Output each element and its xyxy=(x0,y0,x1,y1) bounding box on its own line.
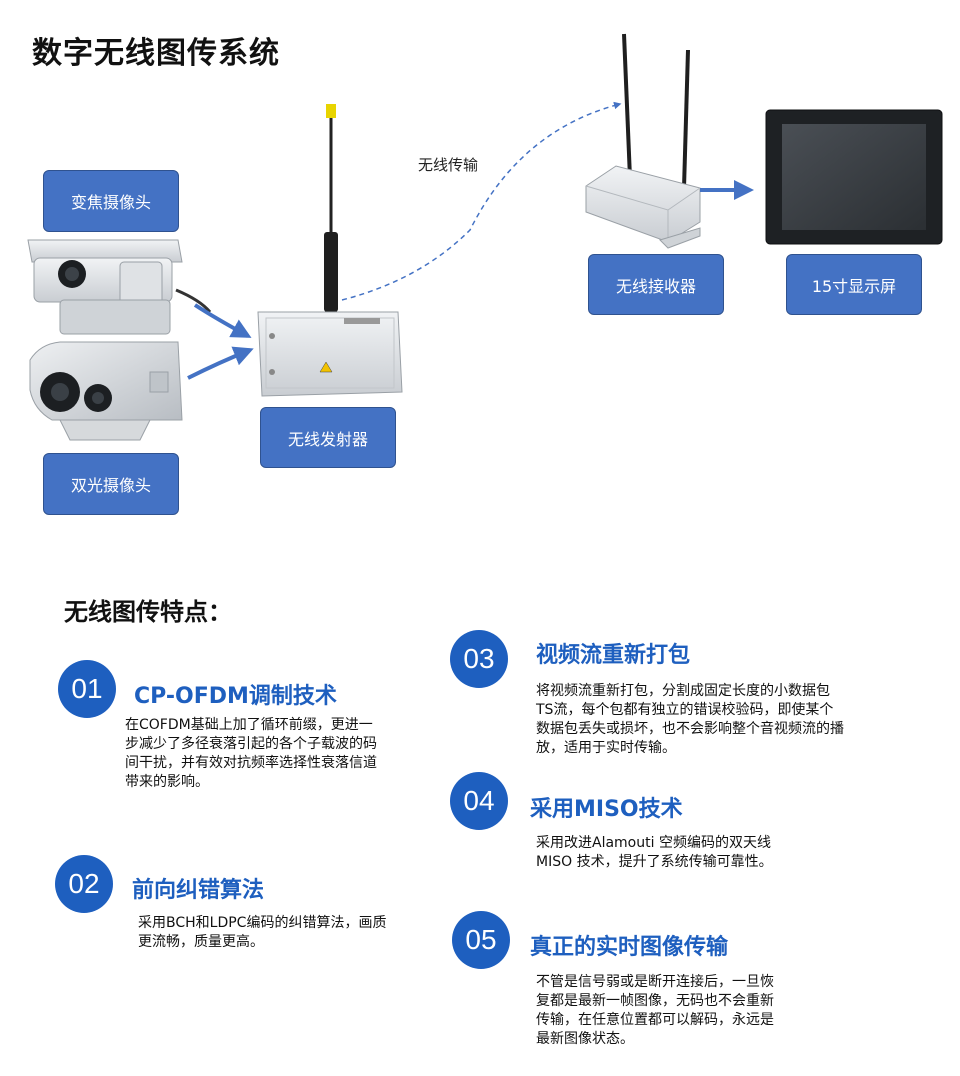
zoom-camera-label: 变焦摄像头 xyxy=(43,170,179,232)
feature-title-03: 视频流重新打包 xyxy=(536,643,691,668)
arrow-zoom-to-transmitter xyxy=(193,303,252,338)
feature-number-01: 01 xyxy=(58,660,116,718)
feature-title-05: 真正的实时图像传输 xyxy=(530,935,729,960)
feature-number-04: 04 xyxy=(450,772,508,830)
feature-title-01: CP-OFDM调制技术 xyxy=(134,684,337,709)
display-image xyxy=(765,109,943,245)
system-diagram xyxy=(27,33,943,441)
page-title: 数字无线图传系统 xyxy=(32,36,280,71)
feature-desc-03: 将视频流重新打包，分割成固定长度的小数据包TS流，每个包都有独立的错误校验码，即… xyxy=(536,683,844,756)
feature-desc-05: 不管是信号弱或是断开连接后，一旦恢复都是最新一帧图像，无码也不会重新传输，在任意… xyxy=(536,974,774,1047)
feature-number-05: 05 xyxy=(452,911,510,969)
dual-camera-label: 双光摄像头 xyxy=(43,453,179,515)
wireless-link-label: 无线传输 xyxy=(418,156,479,174)
dual-camera-image xyxy=(29,341,183,441)
feature-number-03: 03 xyxy=(450,630,508,688)
receiver-label: 无线接收器 xyxy=(588,254,724,315)
arrow-dual-to-transmitter xyxy=(187,346,254,380)
feature-desc-02: 采用BCH和LDPC编码的纠错算法，画质更流畅，质量更高。 xyxy=(138,915,387,950)
transmitter-image xyxy=(257,104,403,397)
transmitter-label: 无线发射器 xyxy=(260,407,396,468)
features-title: 无线图传特点： xyxy=(64,598,232,626)
receiver-image xyxy=(585,33,701,249)
feature-desc-04: 采用改进Alamouti 空频编码的双天线MISO 技术，提升了系统传输可靠性。 xyxy=(536,835,773,870)
display-label: 15寸显示屏 xyxy=(786,254,922,315)
zoom-camera-image xyxy=(27,239,212,335)
wireless-link-line xyxy=(341,101,622,301)
feature-title-02: 前向纠错算法 xyxy=(132,878,265,903)
feature-number-02: 02 xyxy=(55,855,113,913)
feature-title-04: 采用MISO技术 xyxy=(530,797,683,822)
feature-desc-01: 在COFDM基础上加了循环前缀，更进一步减少了多径衰落引起的各个子载波的码间干扰… xyxy=(125,717,377,790)
